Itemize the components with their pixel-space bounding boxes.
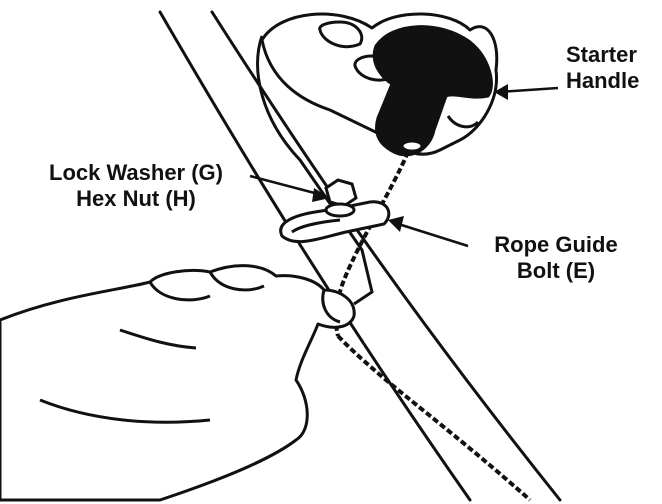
lock-washer-hex-nut-label: Lock Washer (G) Hex Nut (H) — [22, 160, 250, 212]
starter-handle-arrowhead — [494, 84, 508, 100]
arrow-heads — [312, 84, 508, 232]
lock-washer-label: Lock Washer (G) — [49, 160, 223, 185]
starter-handle-shape — [372, 25, 493, 157]
rope-guide-bolt-shape — [279, 200, 391, 244]
starter-handle-label: Starter Handle — [566, 42, 639, 94]
starter-handle-label-line1: Starter — [566, 42, 637, 67]
hex-nut-label: Hex Nut (H) — [76, 186, 196, 211]
lock-washer-arrowhead — [312, 188, 330, 202]
rope-guide-arrowhead — [388, 216, 404, 232]
rope-guide-bolt-label: Rope Guide Bolt (E) — [476, 232, 636, 284]
rope-guide-bolt-label-line2: Bolt (E) — [516, 258, 596, 283]
lower-hand — [0, 264, 356, 502]
starter-handle-label-line2: Handle — [566, 68, 640, 93]
rope-guide-bolt-label-line1: Rope Guide — [494, 232, 618, 257]
hex-nut-shape — [324, 178, 358, 218]
mount-plate — [256, 35, 374, 306]
rope-guide-leader — [391, 220, 469, 248]
